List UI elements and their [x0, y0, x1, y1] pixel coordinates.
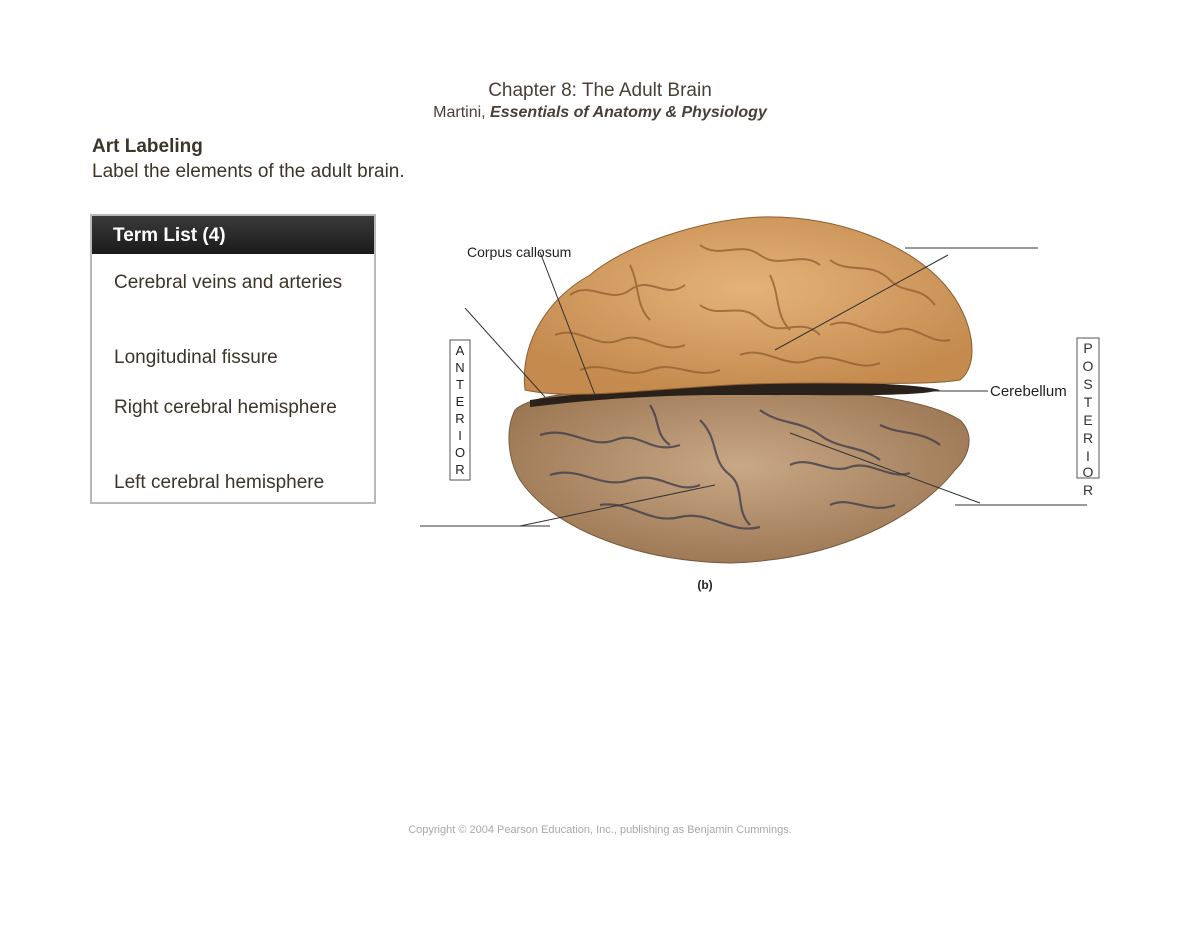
fissure-gap — [530, 383, 940, 407]
posterior-letters: P O S T E R I O R — [1083, 340, 1094, 498]
anterior-letter: I — [458, 428, 462, 443]
term-item[interactable]: Right cerebral hemisphere — [114, 397, 337, 418]
term-list-title: Term List — [113, 225, 198, 246]
author-name: Martini, — [433, 104, 486, 121]
anterior-letter: R — [455, 411, 464, 426]
term-item[interactable]: Cerebral veins and arteries — [114, 272, 343, 293]
anterior-letter: R — [455, 462, 464, 477]
term-list-header: Term List (4) — [92, 216, 374, 254]
term-item[interactable]: Longitudinal fissure — [114, 347, 278, 368]
posterior-letter: R — [1083, 430, 1093, 446]
term-list-count: (4) — [202, 225, 226, 246]
anterior-letter: T — [456, 377, 464, 392]
label-cerebellum: Cerebellum — [990, 383, 1067, 400]
posterior-letter: O — [1083, 358, 1094, 374]
anterior-box — [449, 339, 471, 481]
leader-lines — [420, 247, 1087, 527]
term-list-panel: Term List (4) Cerebral veins and arterie… — [90, 214, 376, 504]
copyright-footer: Copyright © 2004 Pearson Education, Inc.… — [408, 824, 792, 836]
section-heading: Art Labeling — [92, 136, 203, 157]
posterior-letter: O — [1083, 464, 1094, 480]
vessel-network — [539, 404, 941, 530]
posterior-letter: T — [1084, 394, 1093, 410]
gyri-pattern — [554, 244, 951, 374]
page-title: Chapter 8: The Adult Brain — [488, 80, 712, 101]
posterior-letter: S — [1083, 376, 1092, 392]
anterior-letter: E — [456, 394, 465, 409]
upper-hemisphere — [523, 216, 973, 395]
book-title: Essentials of Anatomy & Physiology — [490, 104, 767, 121]
label-corpus-callosum: Corpus callosum — [467, 244, 571, 260]
posterior-letter: P — [1083, 340, 1092, 356]
page-subtitle: Martini, Essentials of Anatomy & Physiol… — [0, 104, 1200, 122]
anterior-letter: O — [455, 445, 465, 460]
instructions: Label the elements of the adult brain. — [92, 161, 405, 182]
anterior-letters: A N T E R I O R — [455, 343, 465, 477]
brain-figure: Corpus callosum Cerebellum A N T E R I O… — [420, 216, 1100, 592]
posterior-box — [1076, 337, 1100, 479]
posterior-letter: E — [1083, 412, 1092, 428]
posterior-letter: I — [1086, 448, 1090, 464]
posterior-letter: R — [1083, 482, 1093, 498]
figure-caption: (b) — [697, 578, 712, 592]
term-item[interactable]: Left cerebral hemisphere — [114, 472, 325, 493]
anterior-letter: N — [455, 360, 464, 375]
anterior-letter: A — [456, 343, 465, 358]
